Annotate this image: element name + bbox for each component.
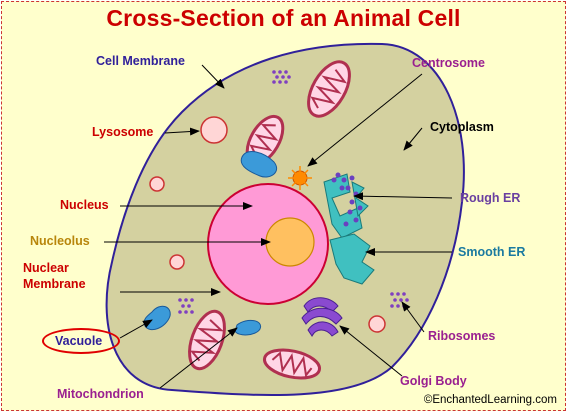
vacuole-group (143, 151, 278, 336)
golgi-body-shape (301, 297, 343, 337)
nucleolus-shape (265, 217, 315, 267)
pointer-arrows (104, 64, 453, 389)
vacuole-highlight-ring (42, 328, 120, 354)
mitochondrion-group (188, 60, 351, 380)
centrosome-shape (288, 166, 312, 190)
smooth-er-shape (329, 233, 375, 285)
label-nucleolus: Nucleolus (30, 234, 90, 248)
label-lysosome: Lysosome (92, 125, 154, 139)
rough-er-ribosomes (331, 172, 363, 227)
label-mitochondrion: Mitochondrion (57, 387, 144, 401)
label-ribosomes: Ribosomes (428, 329, 496, 343)
label-rough-er: Rough ER (460, 191, 521, 205)
label-centrosome: Centrosome (412, 56, 485, 70)
credit-text: ©EnchantedLearning.com (423, 394, 557, 406)
label-vacuole: Vacuole (55, 334, 103, 348)
label-golgi-body: Golgi Body (400, 374, 467, 388)
label-cell-membrane: Cell Membrane (96, 54, 185, 68)
label-nuclear-membrane: Nuclear Membrane (23, 261, 86, 291)
label-nucleus: Nucleus (60, 198, 109, 212)
diagram-title: Cross-Section of an Animal Cell (106, 5, 461, 31)
lysosome-group (149, 116, 386, 333)
label-cytoplasm: Cytoplasm (430, 120, 494, 134)
label-smooth-er: Smooth ER (458, 245, 526, 259)
